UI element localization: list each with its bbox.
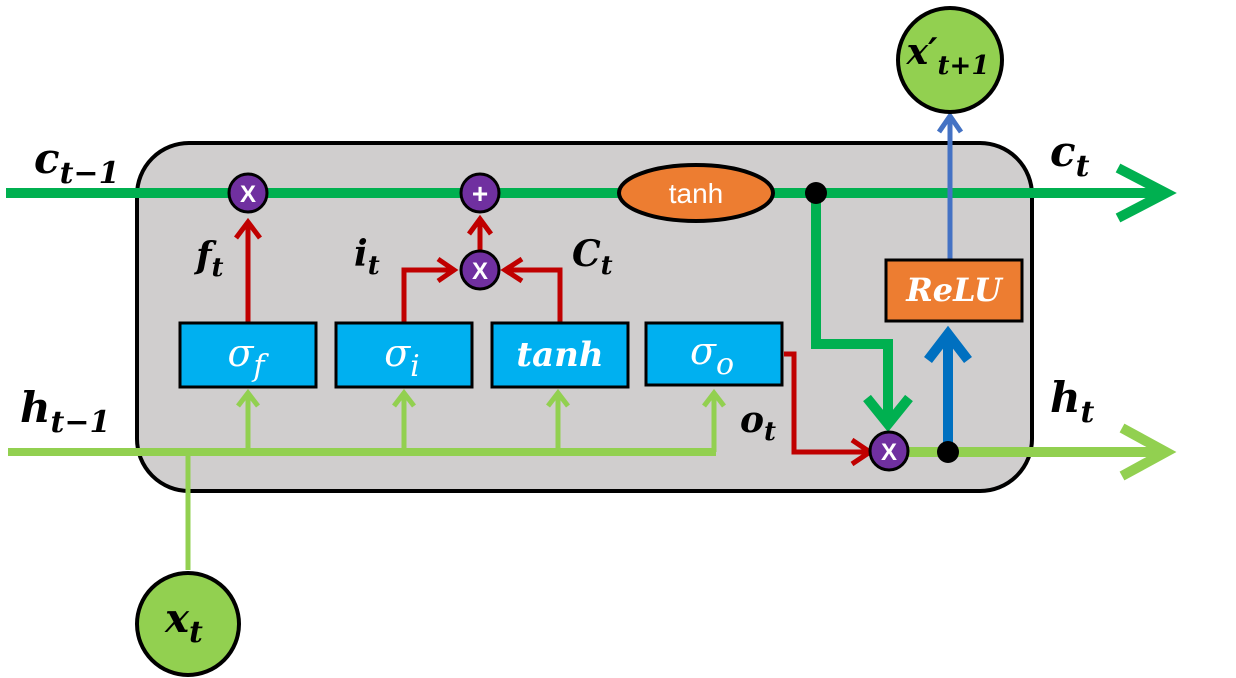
x-next-output-node: x′t+1 [896,6,1004,114]
input-multiply-op: X [459,249,501,291]
svg-text:x′t+1: x′t+1 [906,31,990,81]
cell-state-arrowhead [1115,163,1177,223]
C-t-label: C [572,233,601,275]
output-gate: σo [644,321,784,387]
svg-text:σo: σo [690,329,734,382]
i-t-label: i [354,233,368,275]
output-gate-symbol: σ [690,329,717,373]
x-input-label: x [164,595,190,642]
hidden-junction-dot [937,441,959,463]
c-t-subscript: t [1076,149,1090,184]
cell-tanh-op: tanh [617,163,775,223]
lstm-cell-box [135,141,1034,493]
output-multiply-op: X [868,430,910,472]
input-gate-symbol: σ [384,331,411,375]
h-prev-text: ht−1 [20,383,110,440]
cell-tanh-label: tanh [669,178,724,209]
relu-label: ReLU [905,271,1004,309]
c-t-label: c [1050,127,1076,176]
i-t-subscript: t [368,251,380,281]
h-prev-subscript: t−1 [51,405,111,440]
h-prev-label: h [20,383,51,432]
svg-text:xt: xt [164,595,203,650]
C-t-text: Ct [572,233,613,281]
forget-gate-symbol: σ [227,331,254,375]
cell-to-output-path [811,193,893,420]
h-t-label: h [1050,373,1081,422]
h-t-text: ht [1050,373,1095,430]
x-next-subscript: t+1 [938,51,990,81]
o-t-text: ot [740,399,776,447]
relu-to-output-arrowhead [936,111,964,134]
candidate-gate-label: tanh [516,335,603,375]
c-prev-label: c [34,134,60,183]
x-next-label: x′ [906,31,938,73]
h-t-subscript: t [1081,395,1095,430]
forget-multiply-op: X [227,172,269,214]
cell-add-symbol: + [472,178,488,209]
forget-gate: σf [178,321,318,389]
c-prev-text: ct−1 [34,134,119,191]
forget-multiply-symbol: X [240,181,256,208]
output-gate-subscript: o [716,347,734,382]
i-t-text: it [354,233,380,281]
gate-output-arrows [234,214,875,467]
f-t-subscript: t [212,253,224,283]
x-input-node: xt [135,571,241,677]
input-gate-subscript: i [410,349,420,384]
o-t-subscript: t [764,417,776,447]
o-t-label: o [740,399,764,441]
input-multiply-symbol: X [472,258,488,285]
hidden-output-arrowhead [1119,423,1177,481]
c-prev-subscript: t−1 [60,156,120,191]
input-gate: σi [334,321,474,389]
cell-add-op: + [459,172,501,214]
cell-to-output-arrowhead [863,394,913,432]
c-t-text: ct [1050,127,1090,184]
gate-input-arrows [236,388,726,452]
relu-op: ReLU [884,258,1024,323]
hidden-to-relu-arrowhead [924,325,972,364]
svg-text:σi: σi [384,331,420,384]
output-multiply-symbol: X [881,439,897,466]
candidate-gate: tanh [490,321,630,389]
C-t-subscript: t [601,251,613,281]
cell-junction-dot [805,182,827,204]
x-input-subscript: t [189,615,203,650]
